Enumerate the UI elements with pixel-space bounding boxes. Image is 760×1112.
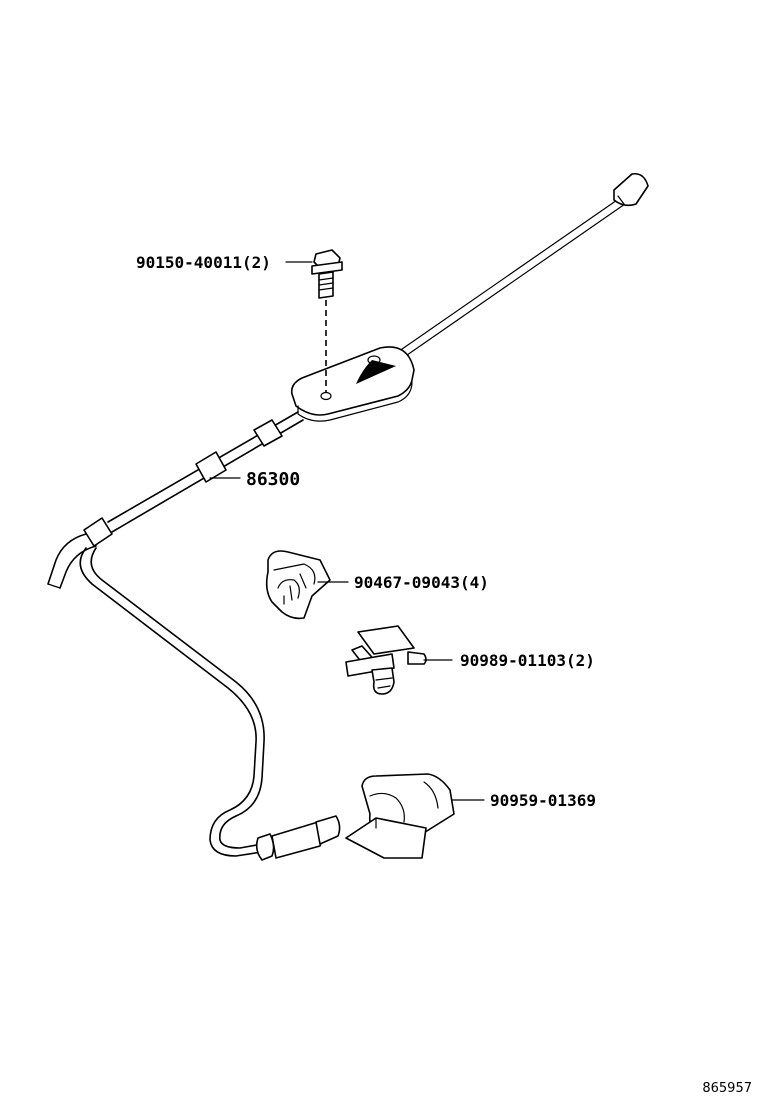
- callout-antenna: 86300: [246, 469, 300, 490]
- diagram-id: 865957: [702, 1081, 752, 1096]
- callout-bolt: 90150-40011(2): [136, 253, 271, 272]
- clamp-part: [345, 625, 427, 695]
- callout-holder: 90959-01369: [490, 791, 596, 810]
- callout-clamp: 90989-01103(2): [460, 651, 595, 670]
- holder-part: [345, 773, 455, 859]
- antenna-assembly: [47, 172, 649, 857]
- bolt-part: [311, 249, 343, 392]
- antenna-base: [290, 346, 415, 422]
- leader-lines: [209, 261, 485, 801]
- clip-part: [265, 550, 331, 620]
- callout-clip: 90467-09043(4): [354, 573, 489, 592]
- connector-part: [255, 815, 341, 861]
